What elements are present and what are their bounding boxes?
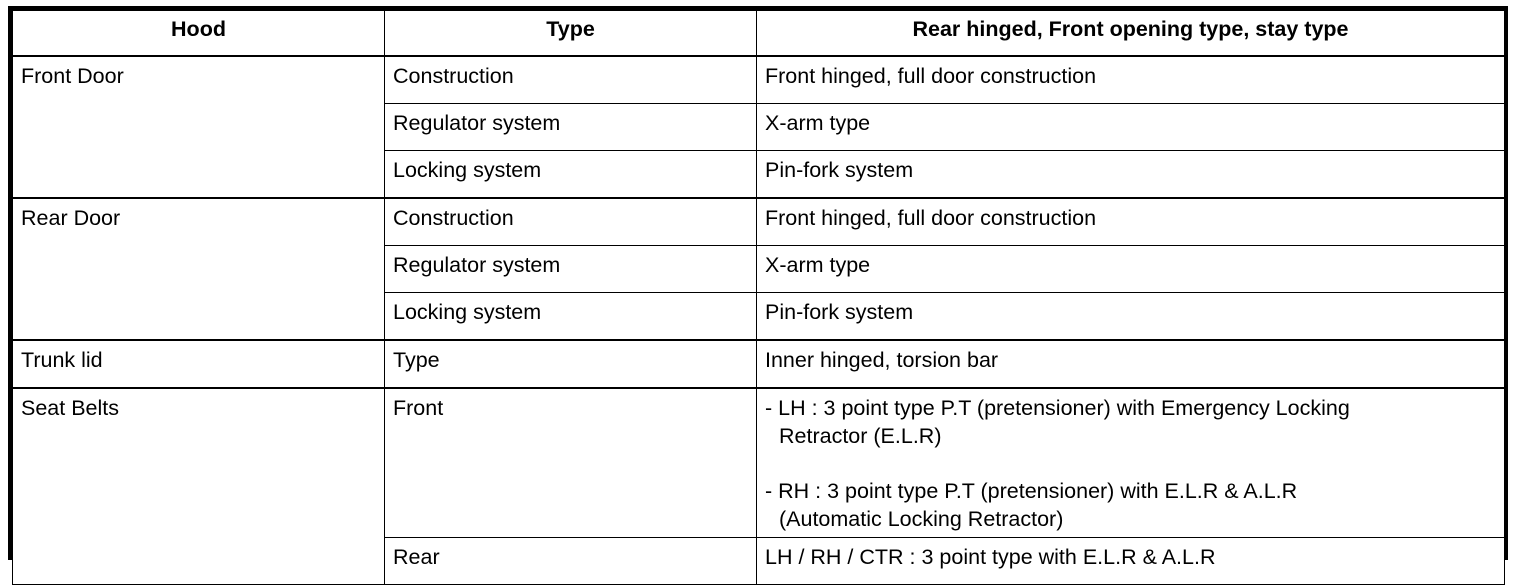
subtype-label: Construction [384, 197, 757, 246]
column-header-description: Rear hinged, Front opening type, stay ty… [756, 10, 1505, 57]
subtype-label: Locking system [384, 150, 757, 199]
subtype-label: Construction [384, 55, 757, 104]
value-cell: Pin-fork system [756, 292, 1505, 341]
group-label-seat-belts: Seat Belts [12, 387, 385, 585]
value-cell: X-arm type [756, 245, 1505, 293]
value-cell: LH / RH / CTR : 3 point type with E.L.R … [756, 537, 1505, 585]
subtype-label: Type [384, 339, 757, 389]
subtype-label: Front [384, 387, 757, 539]
value-cell: X-arm type [756, 103, 1505, 151]
table-row: Regulator system X-arm type [13, 245, 1505, 293]
subtype-label: Regulator system [384, 245, 757, 293]
value-cell: Pin-fork system [756, 150, 1505, 199]
column-header-type: Type [384, 10, 757, 57]
subtype-label: Regulator system [384, 103, 757, 151]
column-header-hood: Hood [12, 10, 385, 57]
group-label-front-door: Front Door [12, 55, 385, 199]
table-row: Seat Belts Front - LH : 3 point type P.T… [12, 387, 1505, 585]
group-label-rear-door: Rear Door [12, 197, 385, 341]
value-cell: - LH : 3 point type P.T (pretensioner) w… [756, 387, 1505, 539]
spacer [765, 450, 1496, 478]
value-cell: Front hinged, full door construction [756, 197, 1505, 246]
value-cell: Inner hinged, torsion bar [756, 339, 1505, 389]
specification-table-container: Hood Type Rear hinged, Front opening typ… [8, 6, 1508, 585]
table-row: Trunk lid Type Inner hinged, torsion bar [12, 339, 1505, 389]
table-header-row: Hood Type Rear hinged, Front opening typ… [12, 10, 1505, 57]
table-row: Front Door Construction Front hinged, fu… [12, 55, 1505, 199]
seat-belt-front-rh: - RH : 3 point type P.T (pretensioner) w… [765, 479, 1298, 531]
specification-table: Hood Type Rear hinged, Front opening typ… [12, 10, 1505, 585]
subtype-label: Locking system [384, 292, 757, 341]
table-row: Regulator system X-arm type [13, 103, 1505, 151]
seat-belt-front-lh: - LH : 3 point type P.T (pretensioner) w… [765, 396, 1350, 448]
value-cell: Front hinged, full door construction [756, 55, 1505, 104]
table-row: Rear Door Construction Front hinged, ful… [12, 197, 1505, 341]
subtype-label: Rear [384, 537, 757, 585]
table-row: Locking system Pin-fork system [13, 292, 1505, 341]
group-label-trunk-lid: Trunk lid [12, 339, 385, 389]
